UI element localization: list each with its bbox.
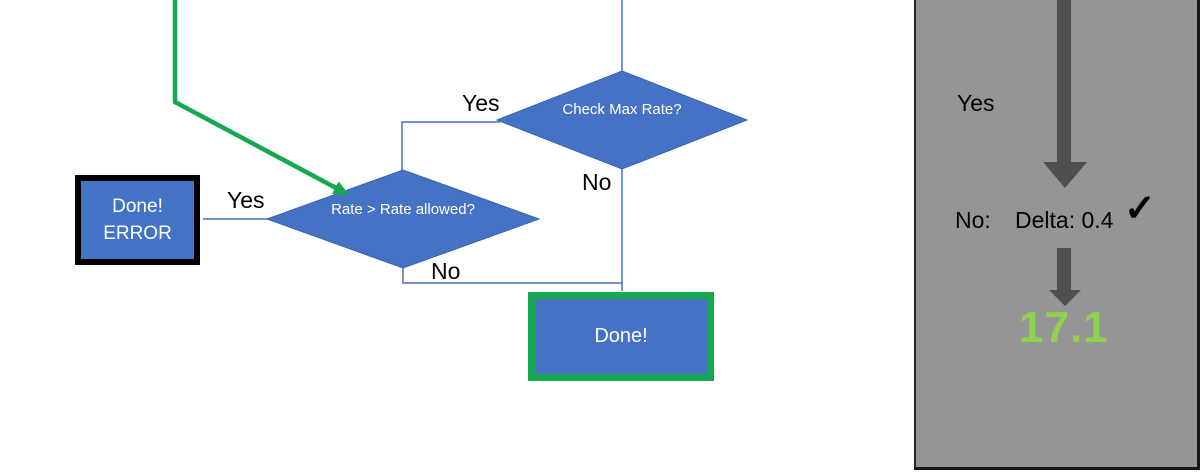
connector-rate-no-to-done — [402, 267, 622, 284]
panel-no-label: No: — [955, 207, 991, 233]
down-arrow-2-shaft — [1057, 248, 1071, 290]
checkmark-icon: ✓ — [1124, 188, 1156, 230]
checkmax-yes-label: Yes — [462, 90, 500, 116]
decision-check-max-rate-label: Check Max Rate? — [562, 101, 682, 118]
done-error-box: Done! ERROR — [75, 175, 200, 265]
connector-checkmax-yes — [401, 121, 500, 170]
done-error-line2: ERROR — [103, 223, 172, 244]
annotation-panel: Yes No: Delta: 0.4 ✓ 17.1 — [914, 0, 1200, 470]
done-box-label: Done! — [594, 325, 648, 347]
down-arrow-2-icon — [1049, 290, 1081, 306]
decision-check-max-rate-shape — [495, 70, 749, 170]
green-path-arrow — [172, 0, 350, 196]
checkmax-no-label: No — [582, 169, 612, 195]
decision-rate-allowed-label: Rate > Rate allowed? — [331, 201, 475, 218]
done-error-line1: Done! — [112, 196, 163, 217]
panel-delta-label: Delta: 0.4 — [1015, 207, 1114, 233]
panel-yes-label: Yes — [957, 90, 995, 116]
down-arrow-1-icon — [1043, 162, 1087, 188]
result-value: 17.1 — [1019, 303, 1109, 352]
done-box: Done! — [528, 292, 714, 381]
rate-no-label: No — [431, 258, 461, 284]
down-arrow-1-shaft — [1057, 0, 1071, 162]
rate-yes-label: Yes — [227, 187, 265, 213]
